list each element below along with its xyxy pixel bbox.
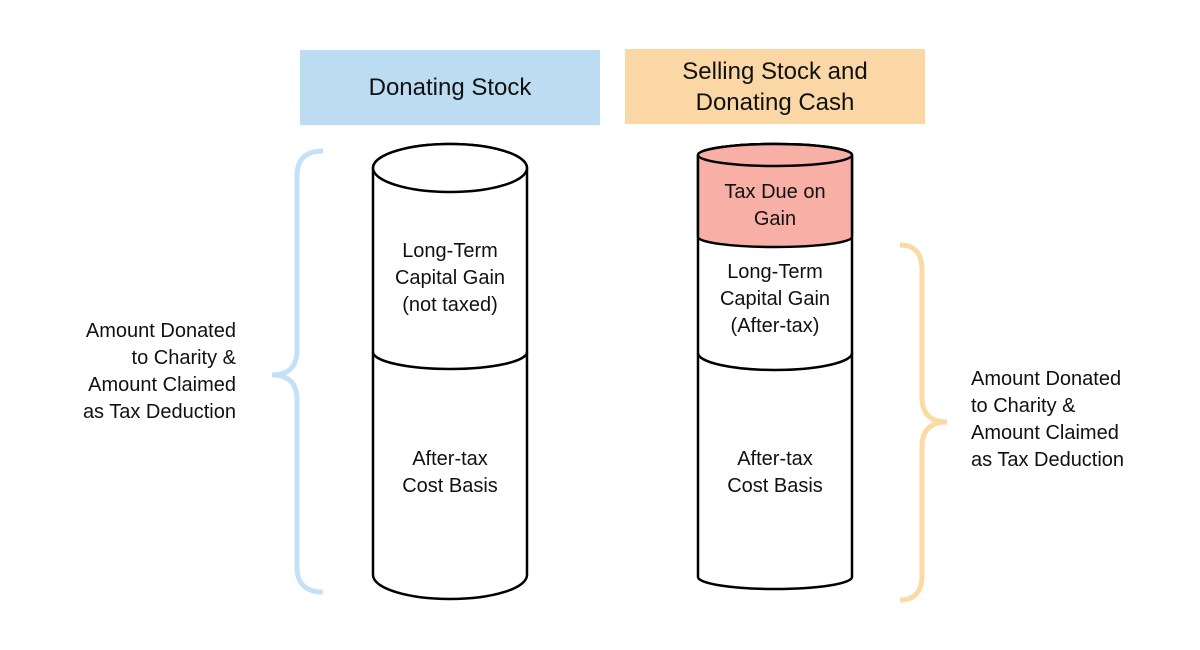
left-brace	[271, 148, 324, 595]
left-capital-gain-label: Long-Term Capital Gain (not taxed)	[394, 240, 506, 316]
right-cost-basis-label: After-tax Cost Basis	[727, 448, 823, 497]
right-cylinder-divider	[696, 352, 854, 372]
header-selling-stock: Selling Stock and Donating Cash	[625, 49, 925, 124]
right-brace-annotation: Amount Donated to Charity & Amount Claim…	[971, 368, 1125, 471]
left-cylinder-divider	[371, 351, 529, 371]
right-capital-gain-label: Long-Term Capital Gain (After-tax)	[719, 261, 831, 337]
left-brace-annotation: Amount Donated to Charity & Amount Claim…	[82, 320, 236, 423]
tax-due-on-gain-label: Tax Due on Gain	[724, 181, 826, 230]
left-cylinder-body	[371, 142, 529, 601]
right-brace	[899, 242, 948, 603]
header-donating-stock: Donating Stock	[300, 50, 600, 125]
right-cylinder-top-ellipse	[696, 142, 854, 168]
left-cost-basis-label: After-tax Cost Basis	[402, 448, 498, 497]
left-cylinder-top-ellipse	[371, 142, 529, 194]
